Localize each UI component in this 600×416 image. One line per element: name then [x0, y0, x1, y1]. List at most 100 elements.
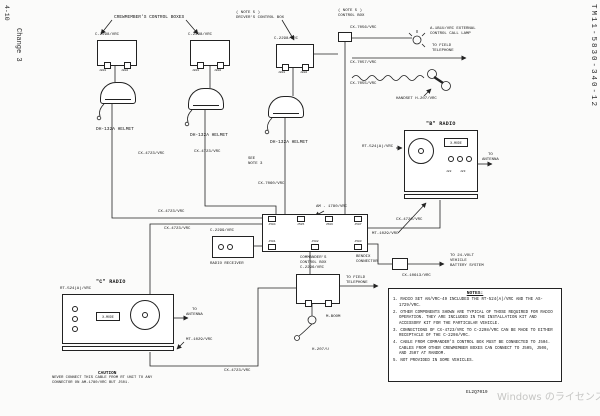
notes-title: NOTES:: [466, 291, 484, 296]
cable-label-cx10613: CX-10613/VRC: [402, 274, 431, 278]
cable-label-cx4723: CX-4723/VRC: [224, 369, 251, 373]
call-lamp-label-2: CONTROL CALL LAMP: [430, 32, 471, 36]
see-note3-label-2: NOTE 3: [248, 162, 263, 166]
helmet-visor: [273, 113, 299, 114]
connector-pin-icon: [311, 244, 319, 250]
tm-number-vertical: TM11-5830-340-12: [589, 4, 597, 109]
speaker-icon: [130, 300, 160, 330]
connector-label: J801: [99, 69, 107, 72]
antenna-label-c-1: TO: [192, 308, 197, 312]
crew-box-label-3: C-2298/VRC: [274, 37, 299, 41]
am1780-label: AM - 1780/VRC: [316, 205, 348, 209]
battery-label-1: TO 24-VOLT: [450, 254, 475, 258]
connector-port: [302, 64, 309, 71]
receiver-box: [212, 236, 254, 258]
am-connector: J506: [325, 216, 334, 226]
note-item-1: 1. RADIO SET AN/VRC-49 INCLUDES THE RT-5…: [393, 298, 543, 308]
knob-icon: [72, 316, 78, 322]
crew-control-box-2: [190, 40, 230, 69]
knob-icon: [466, 156, 472, 162]
see-note3-label-1: SEE: [248, 157, 256, 161]
helmet-label-3: DH-132A HELMET: [270, 140, 308, 145]
cable-label-cx4723: CX-4723/VRC: [138, 152, 165, 156]
rt524-label-c: RT-524(A)/VRC: [60, 287, 92, 291]
knob-icon: [72, 326, 78, 332]
am-connector: J504: [268, 216, 276, 226]
x-mode-box: X-MODE: [96, 312, 120, 321]
mount-label-c: MT-1029/VRC: [186, 338, 213, 342]
connector-pin-icon: [354, 244, 362, 250]
helmet-label-2: DH-132A HELMET: [190, 133, 228, 138]
connector-label: J802: [300, 71, 308, 74]
caution-line-1: NEVER CONNECT THIS CABLE FROM RT UNIT TO…: [52, 376, 153, 380]
driver-box-label: DRIVER'S CONTROL BOX: [236, 16, 285, 20]
knob-icon: [72, 306, 78, 312]
helmet-visor: [105, 99, 131, 100]
connector-port: [104, 62, 111, 69]
am-connector-label: J506: [325, 223, 333, 226]
cable-label-cx7055: CX-7055/VRC: [350, 82, 377, 86]
receiver-label: RADIO RECEIVER: [210, 262, 244, 266]
mount-c: [62, 346, 174, 351]
connector-port: [325, 300, 332, 307]
handset-label: HANDSET H-207/VRC: [396, 97, 437, 101]
note-item-3: 3. CONNECTIONS OF CX-4723/VRC TO C-2298/…: [393, 328, 553, 339]
helmet-label-1: DH-132A HELMET: [96, 127, 134, 132]
am-connector: J505: [296, 216, 305, 226]
cable-label-cx4720: CX-4720/VRC: [396, 218, 423, 222]
cable-label-cx7056: CX-7056/VRC: [350, 26, 377, 30]
driver-note-label: ( NOTE 5 ): [236, 11, 261, 15]
connector-port: [305, 300, 312, 307]
h207u-label: H-207/U: [312, 348, 329, 352]
connector-label: J23: [460, 170, 466, 173]
x-mode-label: X-MODE: [450, 140, 462, 145]
antenna-label-b-2: ANTENNA: [482, 158, 499, 162]
am-connector: J507: [353, 216, 362, 226]
connector-label: J802: [121, 69, 129, 72]
helmet-icon-1: [100, 82, 136, 104]
crew-control-box-3: [276, 44, 314, 71]
x-mode-box: X-MODE: [444, 138, 468, 147]
helmet-icon-3: [268, 96, 304, 118]
battery-label-2: VEHICLE: [450, 259, 467, 263]
am-connector-label: J502: [311, 240, 319, 243]
aux-control-box: [338, 32, 352, 42]
cable-label-cx4723: CX-4723/VRC: [164, 227, 191, 231]
am-connector-label: J501: [268, 240, 276, 243]
connector-label: J802: [214, 69, 222, 72]
commander-box: [296, 274, 340, 307]
notes-box: NOTES: 1. RADIO SET AN/VRC-49 INCLUDES T…: [388, 288, 562, 382]
commander-field-telephone-label-2: TELEPHONE: [346, 281, 368, 285]
crew-control-box-1: [97, 40, 137, 69]
x-mode-label: X-MODE: [102, 314, 114, 319]
commander-label-2: CONTROL BOX: [300, 261, 327, 265]
cable-label-cx7060: CX-7060/VRC: [258, 182, 285, 186]
bendix-label-2: CONNECTOR: [356, 260, 378, 264]
helmet-icon-2: [188, 88, 224, 110]
caution-title: CAUTION: [98, 371, 117, 376]
connector-pin-icon: [268, 216, 276, 222]
cable-label-cx7057: CX-7057/VRC: [350, 61, 377, 65]
connector-label: J801: [192, 69, 200, 72]
connector-port: [197, 62, 204, 69]
connector-port: [217, 62, 224, 69]
antenna-label-c-2: ANTENNA: [186, 313, 203, 317]
am-connector-label: J503: [354, 240, 362, 243]
am-connector: J501: [268, 240, 276, 250]
knob-icon: [227, 244, 233, 250]
crew-boxes-bracket-label: CREWMEMBER'S CONTROL BOXES: [114, 15, 185, 20]
m-boom-label: M-BOOM: [326, 315, 341, 319]
am-connector: J502: [311, 240, 319, 250]
commander-label-3: C-2296/VRC: [300, 266, 325, 270]
rt524-label-b: RT-524(A)/VRC: [362, 145, 394, 149]
cable-label-cx4723: CX-4723/VRC: [158, 210, 185, 214]
am-connector-row-bottom: J501 J502 J503: [268, 240, 362, 250]
am-connector-label: J504: [268, 223, 276, 226]
antenna-label-b-1: TO: [488, 153, 493, 157]
knob-icon: [457, 156, 463, 162]
speaker-icon: [408, 138, 434, 164]
caution-block: CAUTION NEVER CONNECT THIS CABLE FROM RT…: [52, 371, 236, 386]
field-telephone-label-1: TO FIELD: [432, 44, 452, 48]
